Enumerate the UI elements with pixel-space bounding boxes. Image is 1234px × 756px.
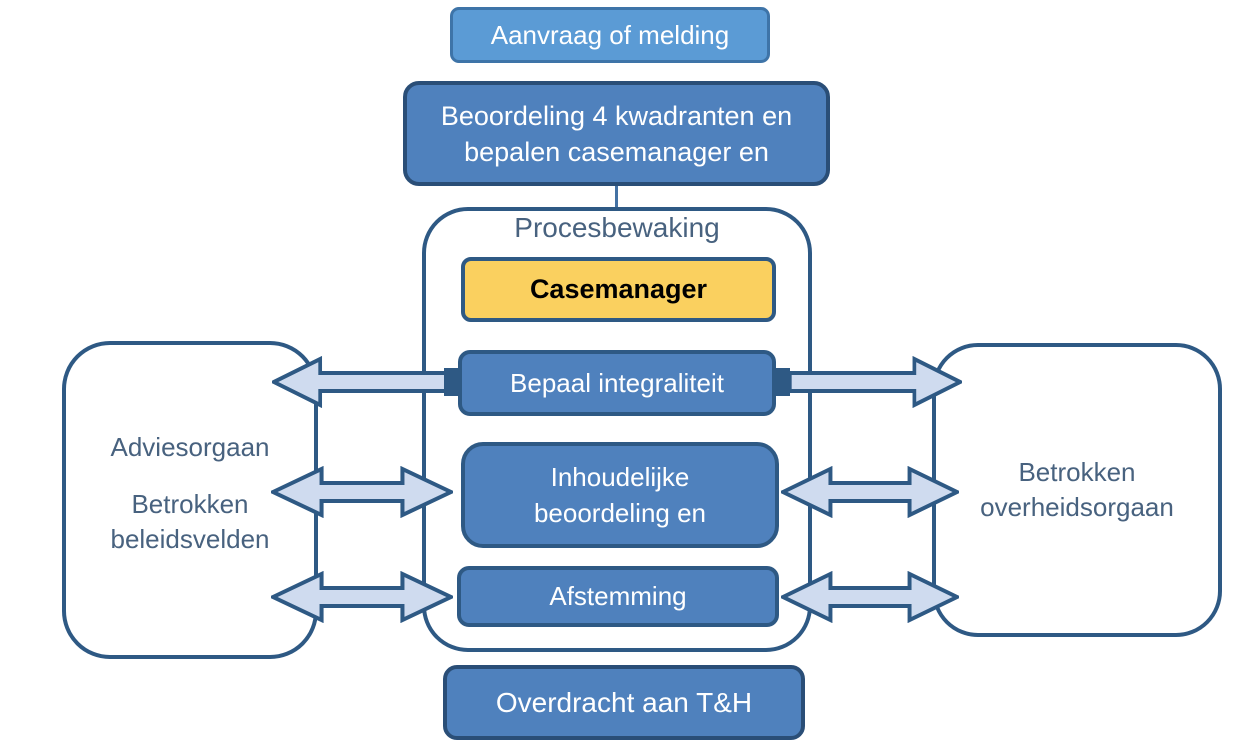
node-overheidsorgaan-line2: overheidsorgaan	[980, 492, 1174, 522]
node-bepaal-integraliteit: Bepaal integraliteit	[458, 350, 776, 416]
double-arrow-icon	[781, 466, 959, 518]
node-beleidsvelden-line1: Betrokken	[131, 488, 249, 519]
node-casemanager: Casemanager	[461, 257, 776, 322]
arrow-tail-connector	[772, 368, 790, 396]
node-inhoudelijke-line2: beoordeling en	[533, 498, 707, 528]
node-beoordeling-line1: Beoordeling 4 kwadranten en	[440, 100, 793, 131]
node-adviesorgaan-label: Adviesorgaan	[110, 431, 270, 462]
node-adviesorgaan-beleidsvelden: Adviesorgaan Betrokken beleidsvelden	[62, 341, 318, 659]
node-inhoudelijke-line1: Inhoudelijke	[550, 462, 690, 492]
node-afstemming-label: Afstemming	[549, 581, 687, 611]
node-overdracht-aan-th: Overdracht aan T&H	[443, 665, 805, 740]
procesbewaking-title: Procesbewaking	[514, 212, 720, 243]
node-overdracht-label: Overdracht aan T&H	[495, 686, 753, 718]
node-bepaal-label: Bepaal integraliteit	[510, 367, 724, 398]
connector-line-beoordeling-to-procesbewaking	[615, 186, 618, 208]
node-betrokken-overheidsorgaan: Betrokken overheidsorgaan	[932, 343, 1222, 637]
node-afstemming: Afstemming	[457, 566, 779, 627]
node-overheidsorgaan-line1: Betrokken	[1018, 457, 1136, 487]
node-beleidsvelden-line2: beleidsvelden	[110, 523, 270, 554]
node-beoordeling-line2: bepalen casemanager en	[464, 136, 769, 167]
double-arrow-icon	[781, 571, 959, 623]
node-inhoudelijke-beoordeling: Inhoudelijke beoordeling en	[461, 442, 779, 548]
single-arrow-right-icon	[788, 356, 962, 408]
node-casemanager-label: Casemanager	[529, 274, 708, 304]
node-aanvraag-of-melding: Aanvraag of melding	[450, 7, 770, 63]
single-arrow-left-icon	[272, 356, 448, 408]
double-arrow-icon	[271, 571, 453, 623]
double-arrow-icon	[271, 466, 453, 518]
node-beoordeling-4-kwadranten: Beoordeling 4 kwadranten en bepalen case…	[403, 81, 830, 186]
node-aanvraag-label: Aanvraag of melding	[490, 19, 730, 50]
arrow-tail-connector	[444, 368, 462, 396]
